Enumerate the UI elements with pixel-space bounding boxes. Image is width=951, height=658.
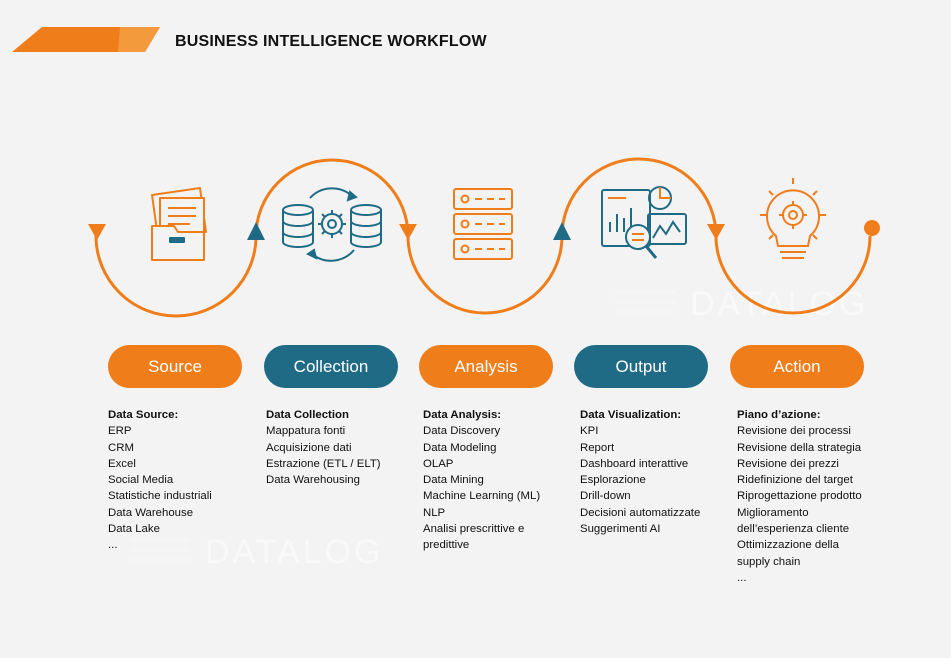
list-item: Decisioni automatizzate bbox=[580, 506, 701, 519]
watermark-logo bbox=[130, 290, 675, 562]
list-item: Riprogettazione prodotto bbox=[737, 490, 862, 503]
dashboard-magnifier-icon bbox=[601, 186, 687, 259]
stage-heading: Piano d’azione: bbox=[737, 409, 821, 421]
end-dot-icon bbox=[864, 220, 880, 236]
list-item: Drill-down bbox=[580, 490, 631, 503]
stage-details-output: Data Visualization: KPI Report Dashboard… bbox=[580, 407, 700, 537]
list-item: Data Warehouse bbox=[108, 506, 194, 519]
watermark-text-1: DATALOG bbox=[690, 285, 868, 323]
stage-heading: Data Collection bbox=[266, 409, 349, 421]
list-item: Revisione dei processi bbox=[737, 425, 851, 438]
list-item: Revisione dei prezzi bbox=[737, 457, 839, 470]
lightbulb-gear-icon bbox=[760, 178, 826, 259]
stage-pill-action: Action bbox=[730, 345, 864, 388]
stage-heading: Data Visualization: bbox=[580, 409, 682, 421]
stage-heading: Data Analysis: bbox=[423, 409, 502, 421]
list-item: Machine Learning (ML) bbox=[423, 490, 541, 503]
arrow-down-icon bbox=[399, 224, 417, 240]
stage-details-collection: Data Collection Mappatura fonti Acquisiz… bbox=[266, 407, 381, 488]
list-item: Estrazione (ETL / ELT) bbox=[266, 457, 381, 470]
list-item: Data Lake bbox=[108, 523, 160, 536]
stage-pill-source: Source bbox=[108, 345, 242, 388]
list-item: Report bbox=[580, 441, 615, 454]
list-item: predittive bbox=[423, 539, 470, 552]
list-item: Data Mining bbox=[423, 474, 484, 487]
folder-documents-icon bbox=[151, 187, 207, 261]
stage-heading: Data Source: bbox=[108, 409, 179, 421]
list-item: Esplorazione bbox=[580, 474, 646, 487]
list-item: CRM bbox=[108, 441, 134, 454]
list-item: Ottimizzazione della bbox=[737, 539, 839, 552]
list-item: Suggerimenti AI bbox=[580, 523, 661, 536]
list-item: Revisione della strategia bbox=[737, 441, 862, 454]
stage-pill-collection: Collection bbox=[264, 345, 398, 388]
list-item: Acquisizione dati bbox=[266, 441, 352, 454]
list-item: Data Discovery bbox=[423, 425, 501, 438]
list-item: Ridefinizione del target bbox=[737, 474, 853, 487]
list-item: Statistiche industriali bbox=[108, 490, 212, 503]
stage-details-action: Piano d’azione: Revisione dei processi R… bbox=[737, 407, 862, 586]
stage-pill-analysis: Analysis bbox=[419, 345, 553, 388]
arrow-up-icon bbox=[553, 222, 571, 240]
stage-details-source: Data Source: ERP CRM Excel Social Media … bbox=[108, 407, 212, 554]
list-item: KPI bbox=[580, 425, 599, 438]
server-stack-icon bbox=[453, 188, 513, 260]
stage-details-analysis: Data Analysis: Data Discovery Data Model… bbox=[423, 407, 540, 554]
page-title: BUSINESS INTELLIGENCE WORKFLOW bbox=[175, 33, 487, 50]
list-item: Excel bbox=[108, 457, 136, 470]
list-item: Dashboard interattive bbox=[580, 457, 689, 470]
arrow-up-icon bbox=[247, 222, 265, 240]
wave-path bbox=[94, 157, 872, 318]
arrow-down-icon bbox=[88, 224, 106, 240]
list-item: dell’esperienza cliente bbox=[737, 523, 850, 536]
list-item: NLP bbox=[423, 506, 446, 519]
list-item: Data Warehousing bbox=[266, 474, 360, 487]
list-item: Miglioramento bbox=[737, 506, 809, 519]
watermark-text-2: DATALOG bbox=[205, 533, 383, 571]
database-gear-icon bbox=[282, 187, 382, 262]
list-item: Mappatura fonti bbox=[266, 425, 346, 438]
list-item: OLAP bbox=[423, 457, 454, 470]
stage-pill-output: Output bbox=[574, 345, 708, 388]
list-item: supply chain bbox=[737, 555, 801, 568]
header-accent-light bbox=[118, 27, 160, 52]
list-item: Social Media bbox=[108, 474, 174, 487]
list-item: ERP bbox=[108, 425, 132, 438]
list-item: ... bbox=[737, 571, 747, 584]
list-item: ... bbox=[108, 539, 118, 552]
arrow-down-icon bbox=[707, 224, 725, 240]
list-item: Analisi prescrittive e bbox=[423, 523, 525, 536]
list-item: Data Modeling bbox=[423, 441, 497, 454]
